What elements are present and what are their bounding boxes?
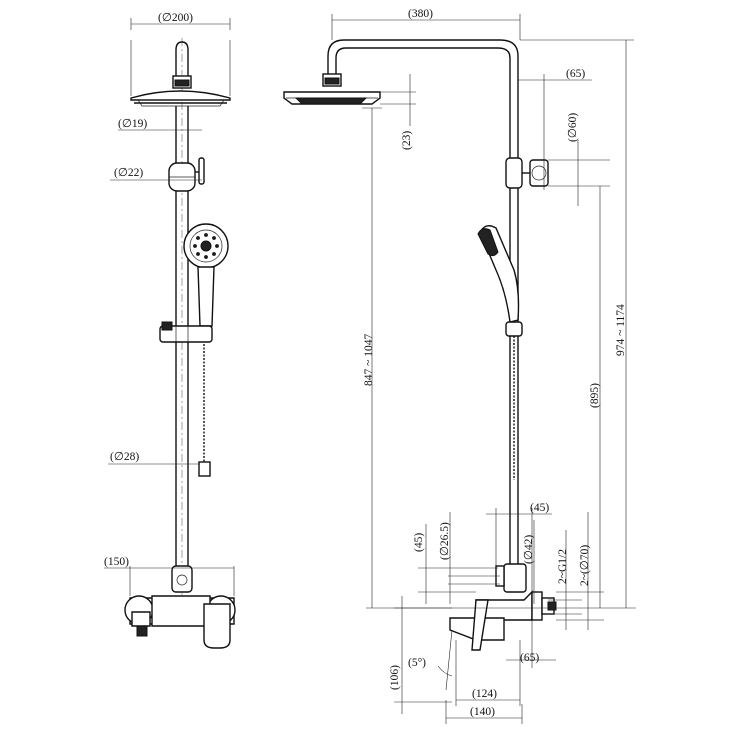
- dim-spout-drop: (106): [389, 665, 401, 690]
- dim-wall-depth: (65): [520, 652, 539, 664]
- side-lever: [471, 599, 489, 651]
- dim-spout-angle: (5°): [408, 657, 426, 669]
- dim-offset-depth: (45): [530, 502, 549, 514]
- dim-mixer-width: (150): [104, 556, 129, 568]
- dim-head-thickness: (23): [401, 131, 413, 150]
- dim-mixer-height: (45): [413, 533, 425, 552]
- dim-rod-diameter-lower: (∅28): [110, 451, 139, 463]
- side-shower-arm-outer: [327, 39, 519, 160]
- front-view: (∅200) (∅19) (∅22) (∅28) (150): [104, 12, 236, 649]
- front-lever: [203, 603, 231, 649]
- side-diverter: [505, 157, 523, 189]
- dim-arm-length: (380): [408, 8, 433, 20]
- dim-flange-diameter: 2~(∅70): [579, 545, 591, 586]
- front-slide-bracket: [159, 325, 213, 343]
- dim-spout-length: (124): [472, 688, 497, 700]
- dim-rod-diameter-upper: (∅19): [118, 118, 147, 130]
- dim-spout-diameter: (∅26.5): [439, 522, 451, 560]
- dim-height-range-outer: 974 ~ 1174: [615, 304, 627, 356]
- front-hose-connector: [198, 461, 211, 477]
- side-wall-flange: [531, 591, 543, 621]
- dim-arm-offset-top: (65): [566, 68, 585, 80]
- front-rod-nut: [171, 565, 193, 593]
- side-rod-nut: [503, 563, 527, 593]
- dim-head-diameter: (∅200): [158, 12, 193, 24]
- front-shower-head: [130, 90, 231, 101]
- side-view: (380) (65) (23) (∅60) 847 ~ 1047 974 ~ 1…: [283, 8, 636, 724]
- dim-height-range-inner: 847 ~ 1047: [363, 334, 375, 386]
- dim-rod-diameter-diverter: (∅22): [114, 167, 143, 179]
- dim-spout-reach: (140): [470, 706, 495, 718]
- side-slide-bracket: [505, 321, 523, 337]
- side-shower-arm-inner: [335, 47, 511, 160]
- front-hand-shower-handle: [197, 266, 215, 327]
- side-diverter-knob: [529, 159, 549, 187]
- front-spout-outlet: [136, 625, 148, 637]
- front-riser-top: [175, 41, 189, 78]
- front-diverter-knob: [198, 157, 205, 185]
- dim-diverter-knob-diameter: (∅60): [567, 113, 579, 142]
- dim-rod-length: (895): [589, 383, 601, 408]
- dim-body-diameter: (∅42): [523, 535, 535, 564]
- dim-connection-thread: 2~G1/2: [557, 549, 569, 584]
